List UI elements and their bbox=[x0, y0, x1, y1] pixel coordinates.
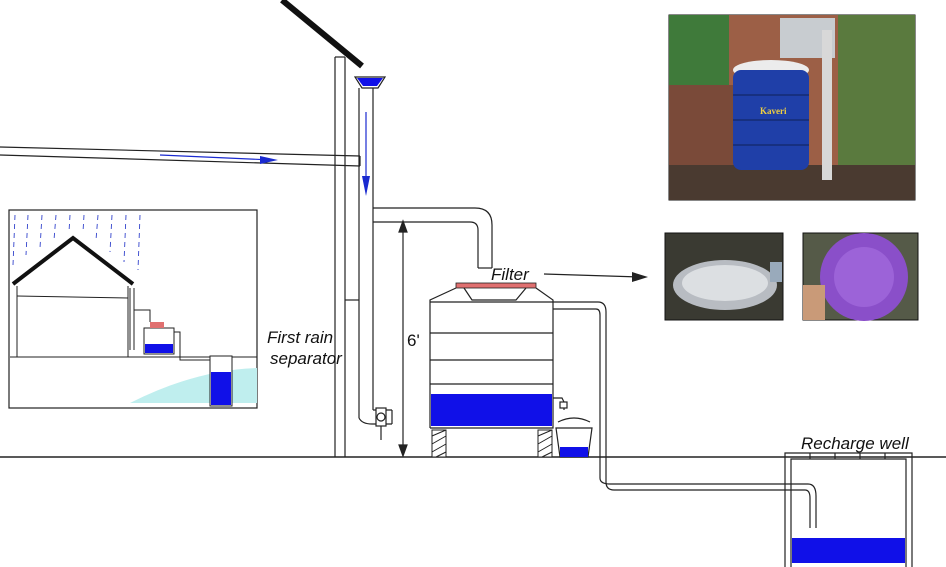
tap bbox=[553, 397, 568, 410]
height-label: 6' bbox=[407, 331, 420, 350]
filter-rim bbox=[455, 282, 537, 301]
flow-arrow-head bbox=[260, 156, 278, 164]
funnel-water bbox=[357, 78, 383, 86]
gutter-channel bbox=[0, 146, 361, 167]
separator-valve bbox=[345, 299, 387, 440]
branch-pipe bbox=[373, 207, 493, 269]
bucket bbox=[555, 417, 593, 458]
downpipe bbox=[358, 88, 393, 425]
storage-tank bbox=[429, 287, 554, 429]
first-rain-separator-label-line2: separator bbox=[270, 349, 342, 368]
recharge-well bbox=[784, 452, 913, 567]
filter-pointer-arrow-head bbox=[632, 272, 648, 282]
filter-pointer-arrow bbox=[543, 273, 641, 278]
filter-cloth-photo-icon bbox=[664, 232, 784, 321]
water-tank-photo-icon: Kaveri bbox=[668, 14, 916, 201]
recharge-well-label: Recharge well bbox=[801, 434, 909, 453]
tank-stand bbox=[431, 429, 553, 458]
overview-inset bbox=[8, 209, 258, 409]
filter-mesh-photo-icon bbox=[802, 232, 919, 321]
tank-brand-text: Kaveri bbox=[760, 106, 787, 116]
roof bbox=[280, 0, 364, 69]
filter-label: Filter bbox=[491, 265, 529, 284]
house-wall bbox=[334, 56, 346, 457]
height-dimension bbox=[398, 219, 408, 458]
overflow-pipe bbox=[553, 301, 817, 528]
flow-arrow bbox=[159, 154, 273, 161]
first-rain-separator-label-line1: First rain bbox=[267, 328, 334, 347]
tank-water bbox=[431, 394, 552, 426]
downflow-arrow-head bbox=[362, 176, 370, 196]
recharge-well-water bbox=[792, 538, 905, 563]
